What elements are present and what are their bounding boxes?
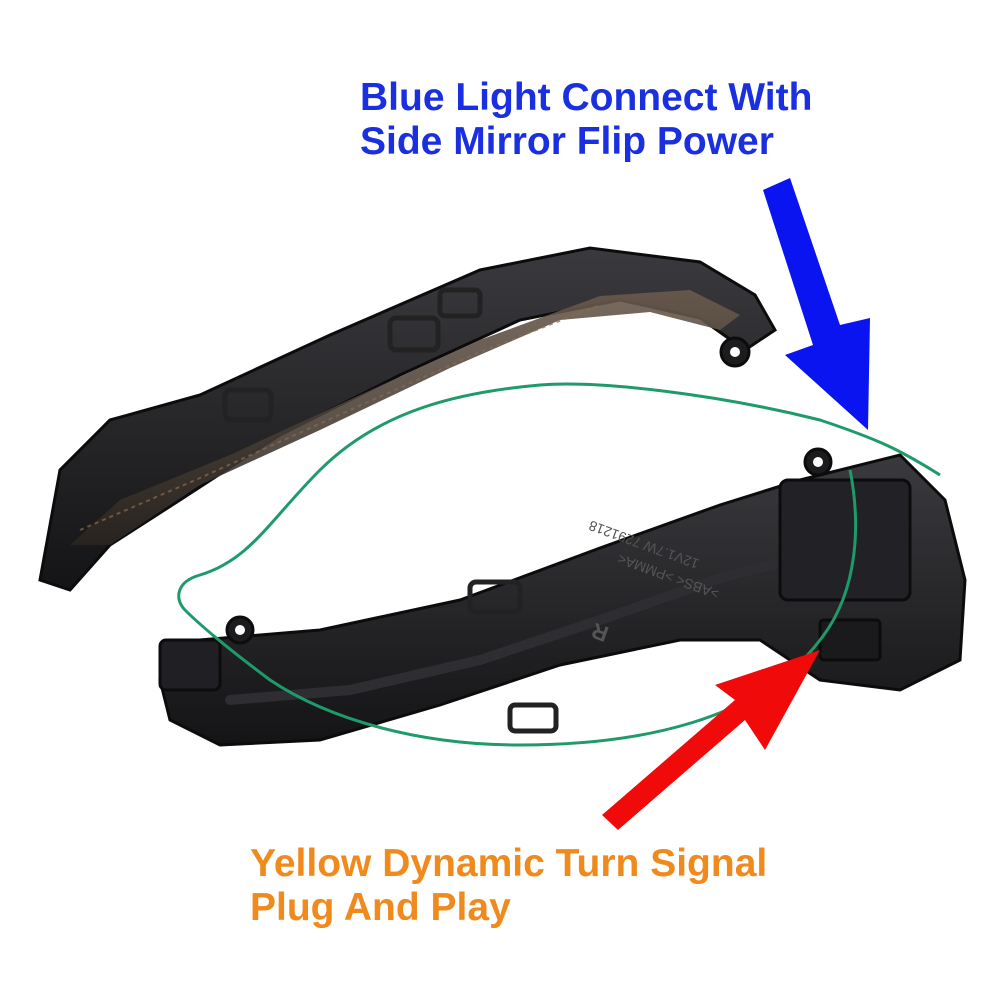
blue-caption-line-2: Side Mirror Flip Power [360,119,774,163]
blue-caption-line-1: Blue Light Connect With [360,76,813,119]
red-arrow-icon [602,650,820,830]
upper-indicator [38,246,777,592]
turn-signal-caption: Yellow Dynamic Turn Signal Plug And Play [250,842,767,929]
lower-indicator: 12V1.7W 7291218 >ABS< >PMMA< R [158,447,967,747]
orange-caption-line-1: Yellow Dynamic Turn Signal [250,842,768,885]
blue-light-caption: Blue Light Connect With Side Mirror Flip… [360,76,812,163]
orange-caption-line-2: Plug And Play [250,885,511,929]
blue-arrow-icon [763,178,870,430]
